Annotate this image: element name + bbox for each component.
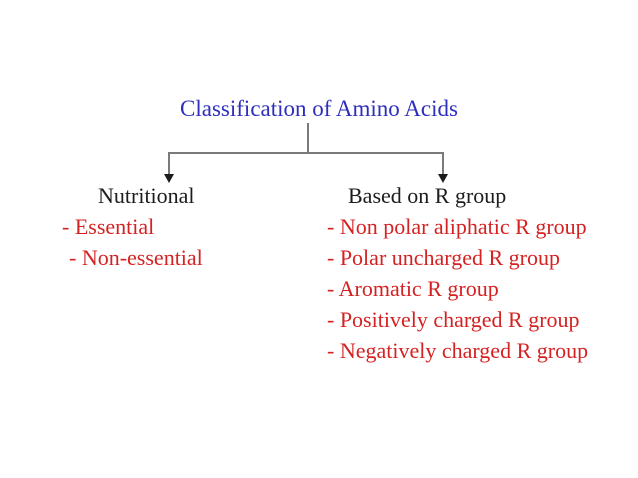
connector-left-drop	[168, 152, 170, 175]
right-branch-item: - Positively charged R group	[327, 307, 580, 332]
connector-stem	[307, 123, 309, 153]
left-branch-heading: Nutritional	[98, 183, 195, 208]
left-branch-item: - Non-essential	[69, 245, 203, 270]
slide-title: Classification of Amino Acids	[180, 96, 458, 121]
connector-crossbar	[168, 152, 444, 154]
connector-right-drop	[442, 152, 444, 175]
right-arrow-down-icon	[438, 174, 448, 183]
right-branch-heading: Based on R group	[348, 183, 507, 208]
right-branch-item: - Negatively charged R group	[327, 338, 589, 363]
left-arrow-down-icon	[164, 174, 174, 183]
right-branch-item: - Polar uncharged R group	[327, 245, 560, 270]
right-branch-item: - Non polar aliphatic R group	[327, 214, 587, 239]
left-branch-item: - Essential	[62, 214, 155, 239]
right-branch-item: - Aromatic R group	[327, 276, 499, 301]
